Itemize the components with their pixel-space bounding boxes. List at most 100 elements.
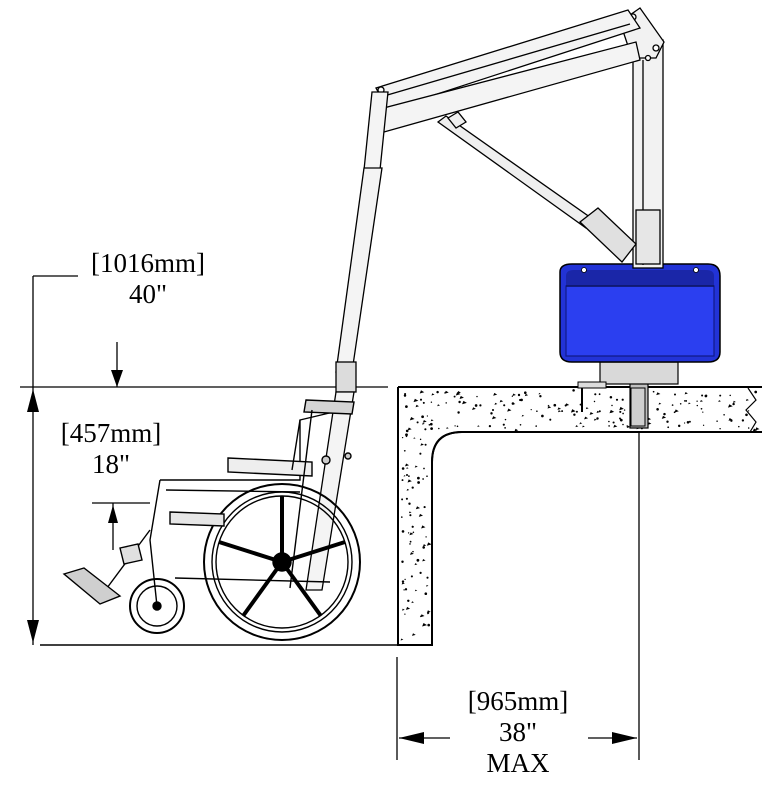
concrete-speckle xyxy=(575,410,578,413)
concrete-speckle xyxy=(519,423,522,426)
concrete-speckle xyxy=(582,425,585,428)
concrete-speckle xyxy=(401,530,405,533)
lift-actuator xyxy=(436,111,637,263)
concrete-speckle xyxy=(422,559,426,562)
concrete-speckle xyxy=(732,400,736,403)
concrete-speckle xyxy=(593,400,596,403)
concrete-speckle xyxy=(403,589,405,591)
concrete-speckle xyxy=(686,421,690,424)
concrete-speckle xyxy=(621,398,624,401)
concrete-speckle xyxy=(656,392,661,396)
height-imperial: 40" xyxy=(128,279,168,309)
concrete-speckle xyxy=(612,421,615,424)
concrete-speckle xyxy=(415,506,421,510)
concrete-speckle xyxy=(622,412,624,415)
concrete-speckle xyxy=(700,407,703,410)
concrete-speckle xyxy=(422,478,424,480)
concrete-speckle xyxy=(594,393,597,396)
height-dimension-label: [1016mm] 40" xyxy=(78,248,218,310)
concrete-speckle xyxy=(436,390,439,394)
concrete-speckle xyxy=(549,418,552,421)
concrete-speckle xyxy=(661,415,667,419)
concrete-speckle xyxy=(696,404,698,407)
concrete-speckle xyxy=(572,389,575,392)
concrete-speckle xyxy=(430,419,434,422)
height-metric: [1016mm] xyxy=(91,248,205,278)
concrete-speckle xyxy=(474,404,478,407)
concrete-speckle xyxy=(524,391,527,394)
concrete-speckle xyxy=(404,588,408,591)
depth-dimension-label: [457mm] 18" xyxy=(46,418,176,480)
concrete-speckle xyxy=(419,452,422,455)
concrete-speckle xyxy=(570,409,576,413)
concrete-speckle xyxy=(688,402,691,405)
concrete-speckle xyxy=(494,402,498,405)
concrete-speckle xyxy=(575,425,579,428)
concrete-speckle xyxy=(444,390,449,394)
concrete-speckle xyxy=(679,403,682,405)
concrete-speckle xyxy=(459,395,464,400)
concrete-speckle xyxy=(519,398,522,402)
concrete-speckle xyxy=(421,415,424,419)
concrete-speckle xyxy=(401,582,405,585)
concrete-speckle xyxy=(419,615,423,617)
concrete-speckle xyxy=(412,531,415,534)
pool-deck xyxy=(397,386,762,646)
concrete-speckle xyxy=(541,414,544,418)
concrete-speckle xyxy=(700,399,704,403)
concrete-speckle xyxy=(417,481,420,484)
concrete-speckle xyxy=(652,390,655,393)
concrete-speckle xyxy=(405,405,408,408)
concrete-speckle xyxy=(409,543,411,545)
concrete-speckle xyxy=(704,394,708,398)
concrete-speckle xyxy=(456,425,459,428)
concrete-speckle xyxy=(411,633,416,636)
concrete-speckle xyxy=(619,418,623,422)
concrete-speckle xyxy=(696,400,698,402)
concrete-speckle xyxy=(426,610,431,613)
concrete-speckle xyxy=(427,612,429,615)
concrete-speckle xyxy=(608,420,610,423)
concrete-speckle xyxy=(472,407,476,410)
lift-boom xyxy=(375,9,642,133)
concrete-speckle xyxy=(413,398,419,403)
concrete-speckle xyxy=(446,427,449,429)
concrete-speckle xyxy=(747,427,750,429)
concrete-speckle xyxy=(410,575,413,578)
concrete-speckle xyxy=(421,525,426,529)
concrete-speckle xyxy=(539,395,542,398)
concrete-speckle xyxy=(405,435,408,438)
concrete-speckle xyxy=(407,479,412,483)
concrete-speckle xyxy=(422,422,425,425)
concrete-speckle xyxy=(584,416,589,420)
concrete-speckle xyxy=(738,425,740,428)
concrete-speckle xyxy=(553,403,557,407)
concrete-speckle xyxy=(677,424,681,428)
concrete-speckle xyxy=(565,403,570,407)
concrete-speckle xyxy=(407,427,412,431)
concrete-speckle xyxy=(608,425,610,427)
concrete-speckle xyxy=(405,497,408,500)
concrete-speckle xyxy=(407,599,410,603)
concrete-speckle xyxy=(547,404,550,407)
concrete-speckle xyxy=(573,413,576,416)
concrete-speckle xyxy=(400,516,403,518)
concrete-speckle xyxy=(536,410,538,412)
concrete-speckle xyxy=(716,420,718,422)
concrete-speckle xyxy=(416,558,420,562)
concrete-speckle xyxy=(622,423,624,426)
concrete-speckle xyxy=(403,475,406,477)
setback-imperial: 38" xyxy=(498,717,538,747)
concrete-speckle xyxy=(729,394,731,397)
concrete-speckle xyxy=(462,400,467,405)
concrete-speckle xyxy=(411,486,414,489)
concrete-speckle xyxy=(405,433,408,437)
concrete-speckle xyxy=(409,540,412,543)
concrete-speckle xyxy=(407,532,410,534)
concrete-speckle xyxy=(401,467,405,470)
concrete-speckle xyxy=(415,404,419,408)
concrete-speckle xyxy=(491,416,497,420)
concrete-speckle xyxy=(428,423,431,426)
concrete-speckle xyxy=(414,563,418,566)
